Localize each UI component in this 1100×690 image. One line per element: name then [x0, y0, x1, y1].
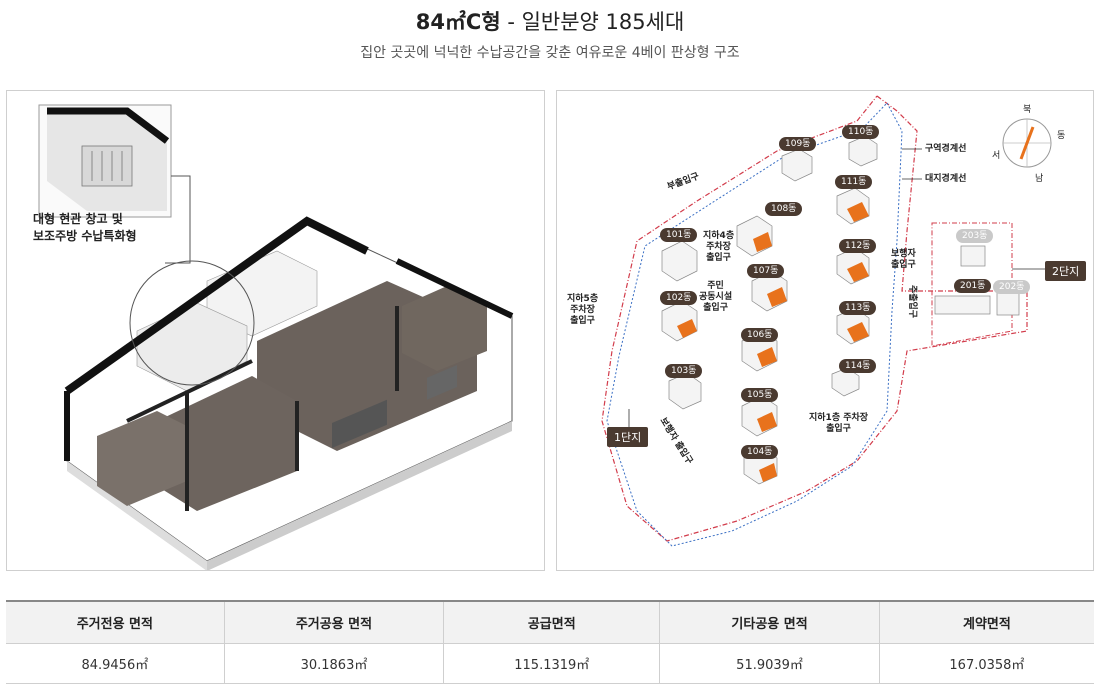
- value-other-common-area: 51.9039㎡: [659, 643, 880, 684]
- value-contract-area: 167.0358㎡: [879, 643, 1094, 684]
- area-table: 주거전용 면적 주거공용 면적 공급면적 기타공용 면적 계약면적 84.945…: [6, 600, 1094, 684]
- header-contract-area: 계약면적: [879, 600, 1094, 644]
- floorplan-illustration: [38, 104, 514, 570]
- area-table-header-row: 주거전용 면적 주거공용 면적 공급면적 기타공용 면적 계약면적: [6, 600, 1094, 644]
- building-tag-110: 110동: [842, 125, 880, 139]
- district-boundary-line: [601, 95, 1028, 542]
- building-tag-103: 103동: [665, 364, 703, 378]
- table-row: 84.9456㎡ 30.1863㎡ 115.1319㎡ 51.9039㎡ 167…: [6, 643, 1094, 684]
- compass-south: 남: [1035, 174, 1044, 184]
- building-tag-101: 101동: [660, 228, 698, 242]
- zone1-label: 1단지: [607, 427, 649, 447]
- header-supply-area: 공급면적: [443, 600, 661, 644]
- zone2-label: 2단지: [1045, 261, 1087, 281]
- building-tag-108: 108동: [765, 202, 803, 216]
- community-entrance-label: 주민 공동시설 출입구: [699, 281, 733, 313]
- building-tag-203: 203동: [956, 229, 994, 243]
- building-tag-114: 114동: [839, 359, 877, 373]
- building-tag-202: 202동: [993, 280, 1031, 294]
- building-tag-112: 112동: [839, 239, 877, 253]
- value-common-area: 30.1863㎡: [224, 643, 445, 684]
- main-entrance-label: 주출입구: [907, 284, 918, 319]
- building-tag-201: 201동: [954, 279, 992, 293]
- callout-line-1: 대형 현관 창고 및: [33, 212, 123, 226]
- site-boundary-line: [606, 102, 903, 547]
- siteplan-illustration: [601, 95, 1052, 547]
- building-tag-107: 107동: [747, 264, 785, 278]
- callout-line-2: 보조주방 수납특화형: [33, 229, 137, 243]
- compass-north: 북: [1023, 105, 1032, 115]
- value-exclusive-area: 84.9456㎡: [6, 643, 225, 684]
- zone2-boundary: [931, 222, 1013, 347]
- header-exclusive-area: 주거전용 면적: [6, 600, 225, 644]
- unit-type-count: - 일반분양 185세대: [500, 10, 685, 34]
- site-boundary-label: 대지경계선: [925, 174, 967, 184]
- siteplan-panel: 101동 102동 103동 104동 105동 106동 107동 108동 …: [556, 90, 1094, 571]
- floorplan-callout: 대형 현관 창고 및 보조주방 수납특화형: [33, 211, 137, 245]
- b1-parking-label: 지하1층 주차장 출입구: [809, 413, 869, 434]
- compass-west: 서: [992, 151, 1001, 161]
- page-subtitle: 집안 곳곳에 넉넉한 수납공간을 갖춘 여유로운 4베이 판상형 구조: [360, 45, 740, 61]
- building-tag-105: 105동: [741, 388, 779, 402]
- b4-parking-label: 지하4층 주차장 출입구: [703, 231, 735, 263]
- building-tag-109: 109동: [779, 137, 817, 151]
- floorplan-panel: 대형 현관 창고 및 보조주방 수납특화형: [6, 90, 545, 571]
- pedestrian-entrance-label: 보행자 출입구: [891, 249, 916, 270]
- b5-parking-label: 지하5층 주차장 출입구: [567, 294, 599, 326]
- building-tag-106: 106동: [741, 328, 779, 342]
- building-tag-102: 102동: [660, 291, 698, 305]
- compass-east: 동: [1057, 131, 1066, 141]
- page-title: 84㎡C형 - 일반분양 185세대: [0, 6, 1100, 36]
- building-tag-104: 104동: [741, 445, 779, 459]
- header-common-area: 주거공용 면적: [224, 600, 445, 644]
- unit-type-name: 84㎡C형: [415, 10, 501, 34]
- building-tag-113: 113동: [839, 301, 877, 315]
- value-supply-area: 115.1319㎡: [443, 643, 661, 684]
- building-tag-111: 111동: [835, 175, 873, 189]
- header-other-common-area: 기타공용 면적: [659, 600, 880, 644]
- highlight-units: [677, 202, 869, 482]
- district-boundary-label: 구역경계선: [925, 144, 967, 154]
